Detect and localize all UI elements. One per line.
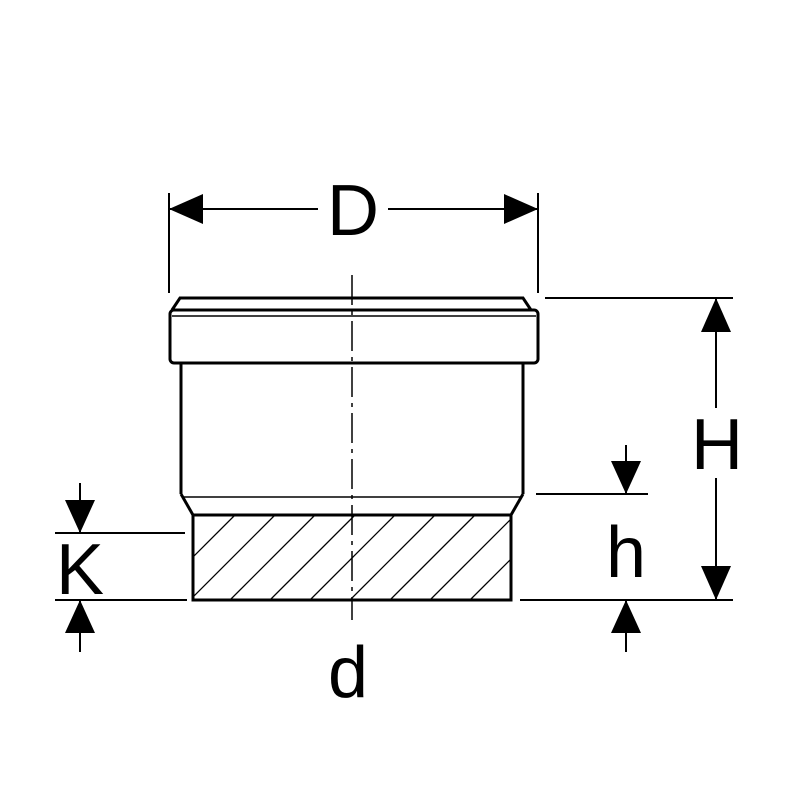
label-K: K (56, 530, 104, 610)
dimension-h (536, 445, 648, 652)
label-H: H (691, 405, 743, 485)
label-d: d (328, 633, 368, 713)
h-arrow-top (611, 461, 641, 494)
fitting-body (168, 296, 540, 602)
D-arrow-left (169, 194, 203, 224)
fitting-collar (168, 308, 540, 365)
K-arrow-bottom (65, 600, 95, 633)
D-arrow-right (504, 194, 538, 224)
H-arrow-bottom (701, 566, 731, 600)
H-arrow-top (701, 298, 731, 332)
label-h: h (606, 513, 646, 593)
dimension-H (520, 297, 733, 601)
dimension-K (55, 483, 187, 652)
h-arrow-bottom (611, 600, 641, 633)
label-D: D (327, 171, 379, 251)
K-arrow-top (65, 500, 95, 533)
dimension-D (168, 193, 539, 293)
